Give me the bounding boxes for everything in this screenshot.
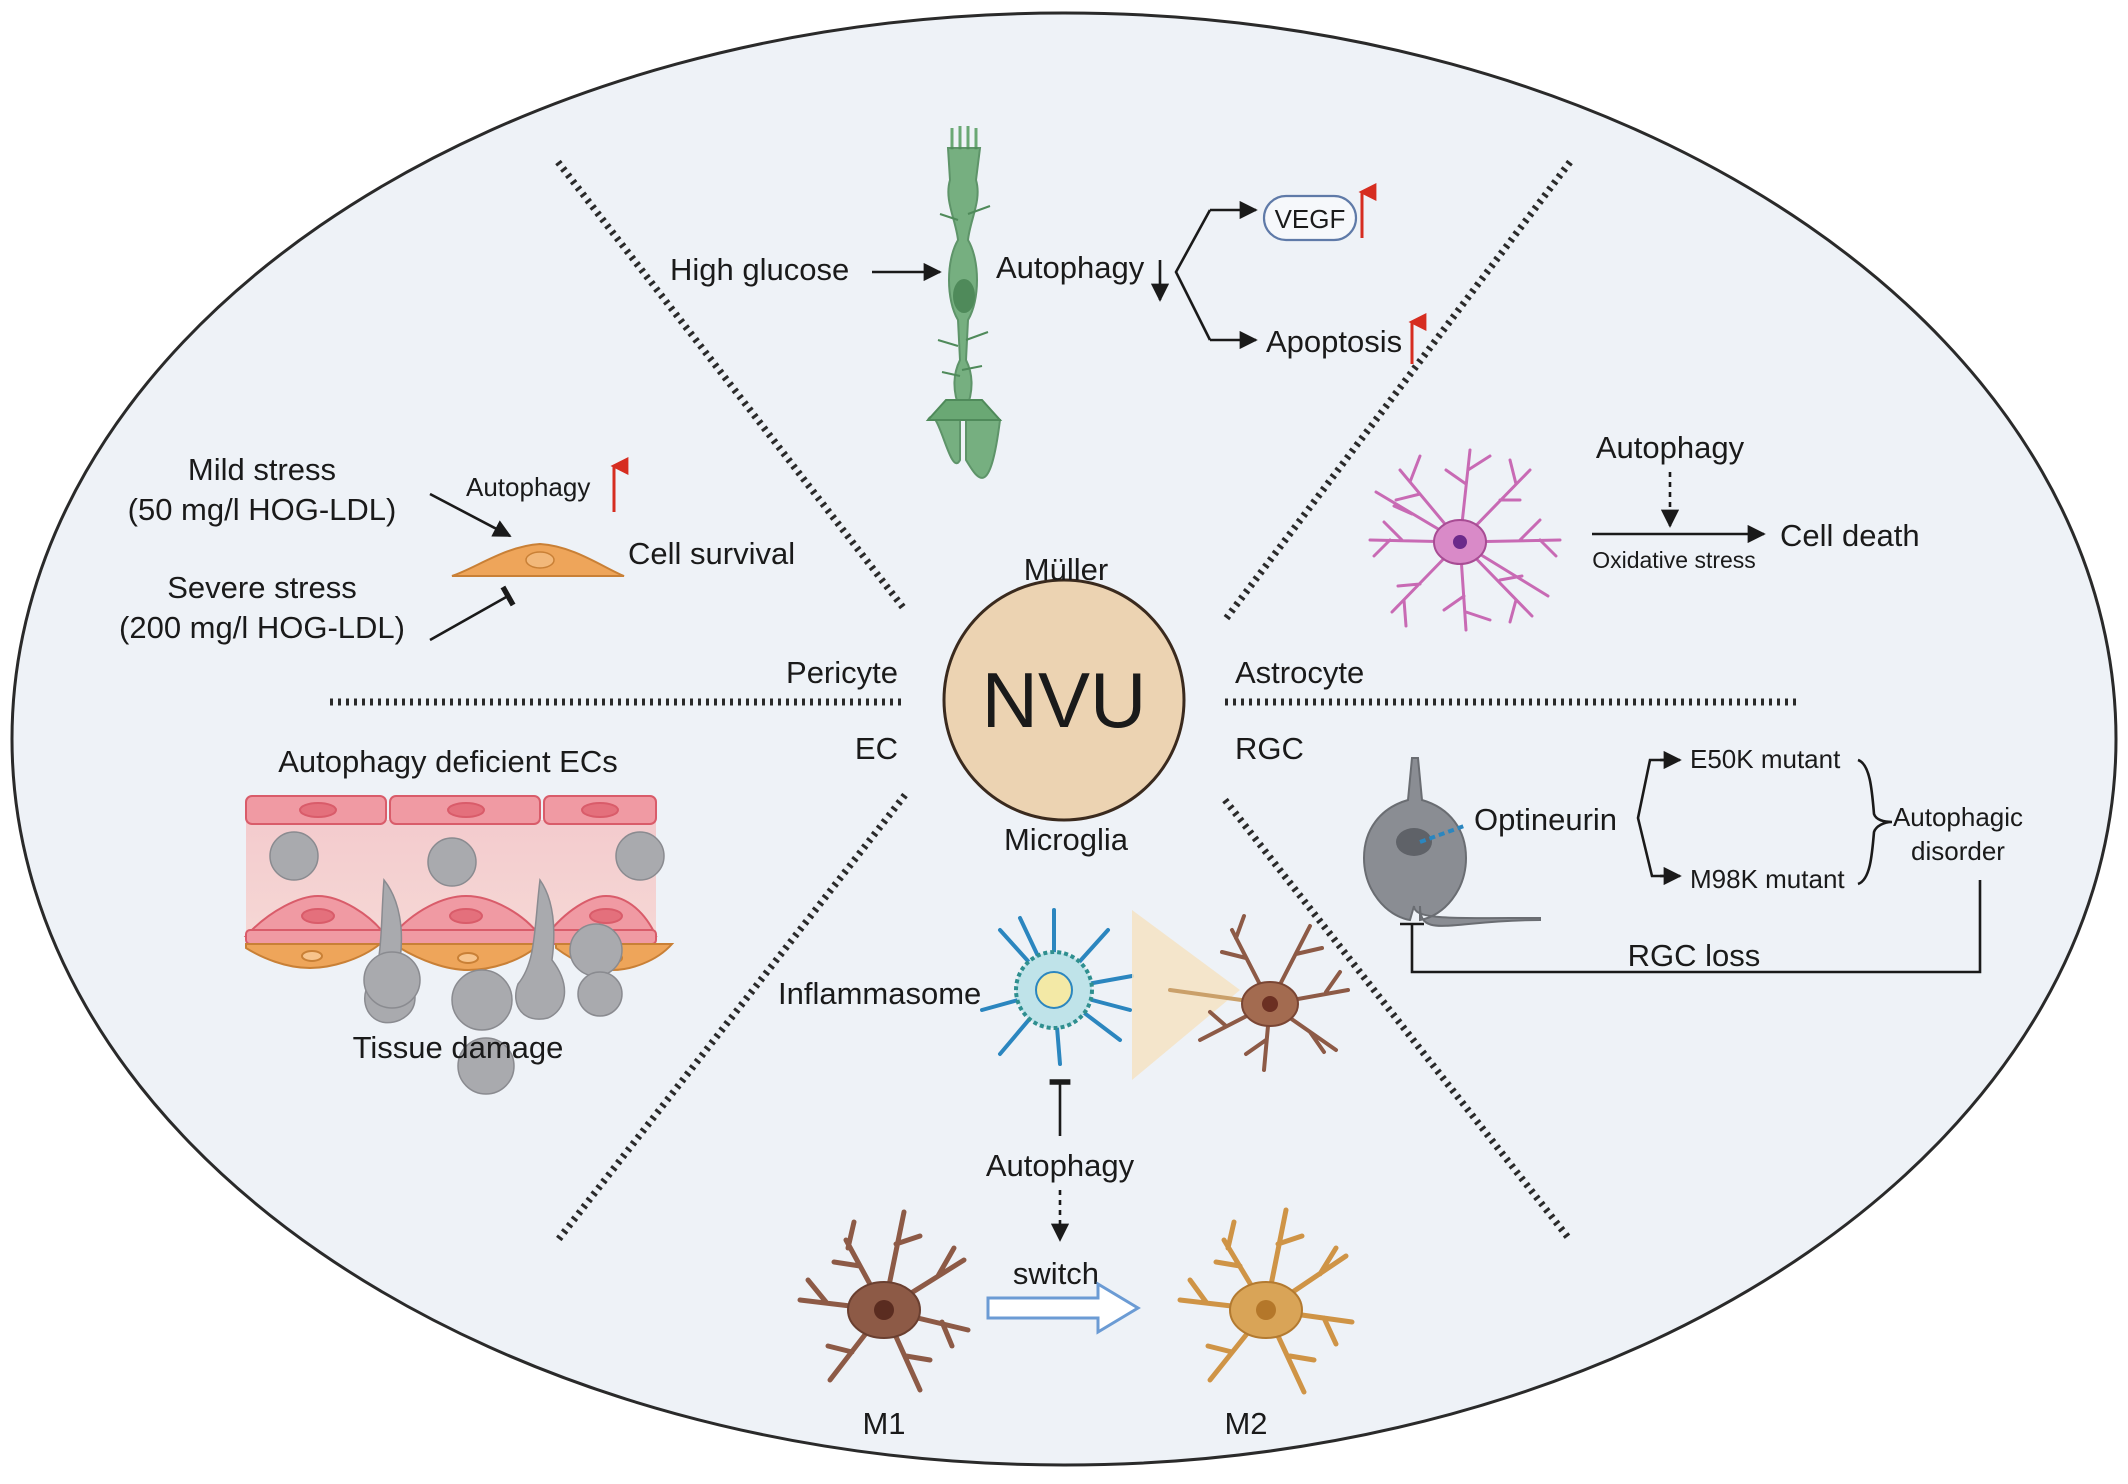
lower-endothelial-cells (243, 894, 658, 945)
severe-stress-inhibit (429, 585, 516, 642)
astrocyte-autophagy-label: Autophagy (1596, 430, 1745, 465)
m2-microglia-icon (1177, 1207, 1355, 1395)
pericyte-panel: Mild stress (50 mg/l HOG-LDL) Autophagy … (119, 452, 795, 645)
inflammasome-inner (1035, 971, 1073, 1009)
muller-autophagy-label: Autophagy (996, 250, 1145, 285)
pericyte-nucleus (525, 551, 555, 569)
oxidative-stress-label: Oxidative stress (1592, 547, 1756, 573)
mild-stress-arrow (429, 492, 512, 538)
inflammasome-label: Inflammasome (778, 976, 981, 1011)
mutant-bracket (1857, 758, 1893, 886)
autophagic-disorder-label-2: disorder (1911, 836, 2005, 866)
rgc-cell-icon (1362, 757, 1541, 927)
optineurin-branch (1636, 758, 1672, 878)
cell-survival-label: Cell survival (628, 536, 795, 571)
microglia-label: Microglia (1004, 822, 1129, 857)
tissue-damage-label: Tissue damage (353, 1030, 564, 1065)
apoptosis-label: Apoptosis (1266, 324, 1402, 359)
pericyte-label: Pericyte (786, 655, 898, 690)
e50k-mutant-label: E50K mutant (1690, 744, 1841, 774)
rgc-optineurin-link (1419, 824, 1465, 844)
astrocyte-label: Astrocyte (1235, 655, 1364, 690)
switch-label: switch (1013, 1256, 1099, 1291)
nvu-center-circle (942, 578, 1186, 822)
upper-endothelial-cells (245, 795, 657, 825)
optineurin-label: Optineurin (1474, 802, 1617, 837)
rgc-loss-feedback-line (1410, 880, 1982, 974)
mild-stress-label: Mild stress (188, 452, 336, 487)
vegf-label: VEGF (1275, 204, 1346, 234)
muller-cell-icon (925, 126, 1003, 479)
autophagic-disorder-label-1: Autophagic (1893, 802, 2023, 832)
m1-label: M1 (862, 1406, 905, 1441)
high-glucose-label: High glucose (670, 252, 849, 287)
muller-label: Müller (1024, 552, 1108, 587)
m1-to-m2-arrow (986, 1281, 1141, 1335)
pericyte-autophagy-label: Autophagy (466, 472, 590, 502)
mild-stress-dose-label: (50 mg/l HOG-LDL) (128, 492, 397, 527)
ec-label: EC (855, 731, 898, 766)
severe-stress-label: Severe stress (167, 570, 357, 605)
microglia-panel: Inflammasome Autophagy (778, 908, 1355, 1441)
ec-title-label: Autophagy deficient ECs (278, 744, 618, 779)
astrocyte-nucleus (1453, 535, 1467, 549)
m2-label: M2 (1224, 1406, 1267, 1441)
sector-dividers (330, 159, 1800, 1243)
rgc-loss-label: RGC loss (1628, 938, 1761, 973)
cell-death-label: Cell death (1780, 518, 1920, 553)
leukocytes-icon (269, 831, 665, 1095)
ec-panel: Autophagy deficient ECs (243, 744, 675, 1095)
rgc-label: RGC (1235, 731, 1304, 766)
vegf-box (1262, 194, 1358, 242)
astrocyte-panel: Autophagy Oxidative stress Cell death (1368, 430, 1920, 632)
rgc-panel: Optineurin E50K mutant M98K mutant Autop… (1362, 744, 2023, 974)
muller-panel: High glucose Autophagy VEGF Apoptosis (670, 126, 1427, 479)
muller-branch-arrows (1174, 209, 1212, 341)
severe-stress-dose-label: (200 mg/l HOG-LDL) (119, 610, 405, 645)
rgc-nucleus (1396, 828, 1432, 856)
microglia-magnify-wedge (1132, 910, 1240, 1080)
microglia-autophagy-label: Autophagy (986, 1148, 1135, 1183)
nvu-label: NVU (982, 656, 1147, 744)
m98k-mutant-label: M98K mutant (1690, 864, 1845, 894)
